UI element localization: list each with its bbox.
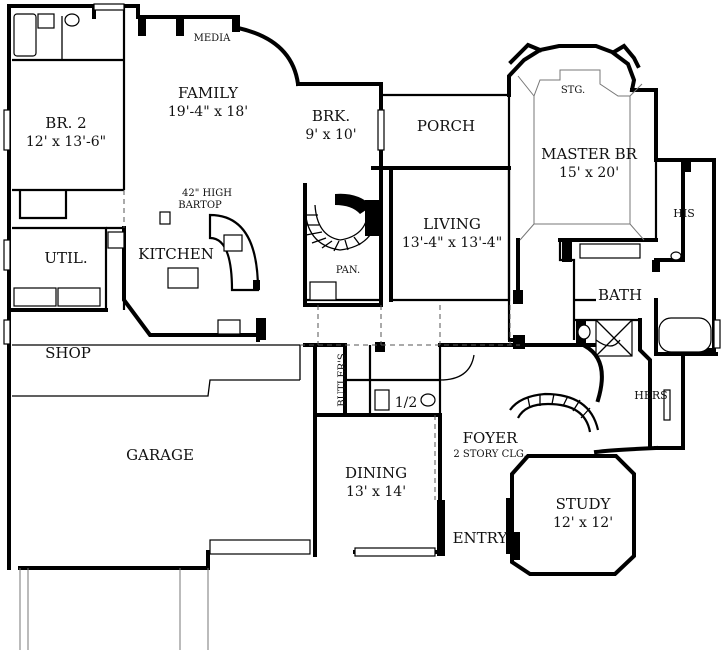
shop-label: SHOP: [45, 344, 91, 362]
bartop-label-line1: 42" HIGH: [182, 188, 232, 199]
util-label: UTIL.: [44, 249, 87, 267]
living-dimensions: 13'-4" x 13'-4": [402, 235, 502, 251]
dining-label: DINING: [345, 464, 407, 482]
spiral-stair-foyer: [509, 343, 604, 433]
br2-label: BR. 2: [45, 114, 86, 132]
bath-label: BATH: [598, 286, 642, 304]
media-label: MEDIA: [194, 33, 232, 44]
bartop-label-line2: BARTOP: [178, 200, 222, 211]
study-label: STUDY: [556, 495, 612, 513]
foyer-label: FOYER: [463, 429, 519, 447]
kitchen-label: KITCHEN: [138, 245, 214, 263]
his-closet-label: HIS: [673, 207, 694, 220]
living-label: LIVING: [423, 215, 481, 233]
butlers-label: BUTLER'S: [337, 353, 348, 407]
exterior-walls: [7, 4, 716, 576]
br2-dimensions: 12' x 13'-6": [26, 134, 106, 150]
half-bath-label: 1/2: [395, 395, 418, 411]
study-dimensions: 12' x 12': [553, 515, 613, 531]
hers-closet-label: HERS: [634, 389, 667, 402]
windows: [3, 3, 721, 557]
storage-label: STG.: [561, 85, 585, 96]
door-swings: [123, 190, 621, 500]
dining-dimensions: 13' x 14': [346, 484, 406, 500]
porch-label: PORCH: [417, 117, 475, 135]
master-tray-ceiling: [517, 69, 645, 241]
master-label: MASTER BR: [541, 145, 638, 163]
interior-walls: [8, 6, 718, 557]
foyer-ceiling-note: 2 STORY CLG.: [453, 449, 526, 460]
front-patio: [19, 568, 209, 650]
pantry-label: PAN.: [336, 265, 360, 276]
garage-label: GARAGE: [126, 446, 194, 464]
spiral-stair-upper: [304, 193, 379, 252]
master-dimensions: 15' x 20': [559, 165, 619, 181]
room-labels: MEDIA FAMILY 19'-4" x 18' BR. 2 12' x 13…: [26, 33, 695, 547]
brk-dimensions: 9' x 10': [305, 127, 356, 143]
entry-label: ENTRY: [453, 529, 509, 547]
family-label: FAMILY: [178, 84, 239, 102]
family-dimensions: 19'-4" x 18': [168, 104, 248, 120]
brk-label: BRK.: [312, 107, 350, 125]
fixtures: [13, 13, 712, 411]
